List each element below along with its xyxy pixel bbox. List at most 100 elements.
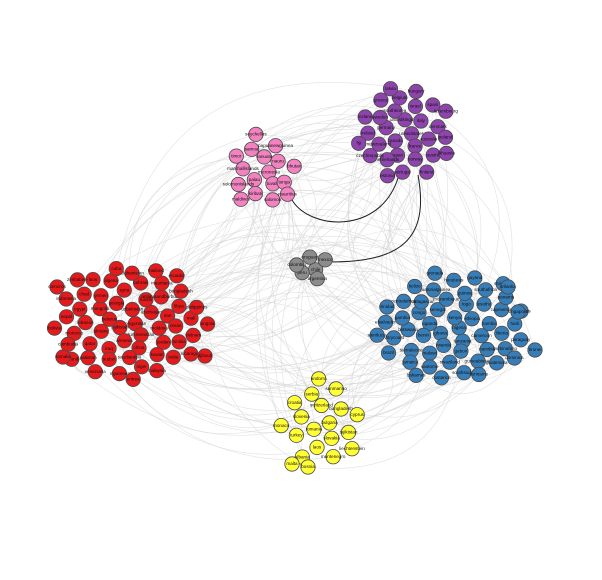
node-circle[interactable] — [230, 176, 246, 193]
graph-node[interactable]: seychelles — [245, 126, 267, 142]
node-circle[interactable] — [394, 164, 411, 180]
graph-node[interactable]: palau — [246, 172, 262, 188]
node-circle[interactable] — [200, 316, 216, 332]
node-circle[interactable] — [442, 354, 458, 370]
graph-node[interactable]: tunisia — [171, 334, 187, 350]
node-circle[interactable] — [85, 271, 101, 288]
graph-node[interactable]: suriname — [469, 366, 489, 383]
node-circle[interactable] — [233, 191, 249, 207]
graph-node[interactable]: rwanda — [435, 337, 452, 353]
node-circle[interactable] — [425, 282, 442, 298]
node-circle[interactable] — [270, 153, 286, 169]
node-circle[interactable] — [394, 310, 410, 326]
node-circle[interactable] — [189, 299, 205, 315]
node-circle[interactable] — [93, 323, 109, 339]
node-circle[interactable] — [344, 441, 360, 457]
graph-node[interactable]: timor — [228, 148, 244, 164]
node-circle[interactable] — [279, 186, 296, 202]
node-circle[interactable] — [288, 257, 305, 273]
node-circle[interactable] — [256, 149, 272, 165]
node-circle[interactable] — [453, 343, 469, 359]
node-circle[interactable] — [500, 279, 516, 295]
node-circle[interactable] — [72, 301, 88, 317]
graph-node[interactable]: samoa — [244, 141, 260, 157]
node-circle[interactable] — [387, 103, 403, 119]
node-circle[interactable] — [171, 334, 187, 350]
node-circle[interactable] — [122, 349, 138, 366]
graph-node[interactable]: liberia — [494, 325, 510, 341]
node-circle[interactable] — [422, 359, 438, 375]
node-circle[interactable] — [357, 109, 373, 125]
graph-node[interactable]: italy — [413, 113, 429, 129]
graph-node[interactable]: belize — [407, 278, 423, 295]
node-circle[interactable] — [340, 424, 357, 440]
node-circle[interactable] — [481, 315, 497, 332]
graph-node[interactable]: benin — [415, 327, 432, 343]
graph-node[interactable]: mexico — [317, 252, 333, 268]
graph-node[interactable]: paraguay — [511, 332, 531, 348]
node-circle[interactable] — [246, 172, 262, 188]
node-circle[interactable] — [408, 83, 424, 100]
node-circle[interactable] — [80, 350, 96, 366]
graph-node[interactable]: srilanka — [500, 279, 516, 295]
node-circle[interactable] — [165, 349, 181, 365]
graph-node[interactable]: greece — [373, 92, 389, 108]
node-circle[interactable] — [171, 298, 187, 314]
graph-node[interactable]: unitedstates — [399, 126, 425, 142]
graph-node[interactable]: cuba — [108, 260, 124, 277]
graph-node[interactable]: croatia — [286, 395, 303, 411]
graph-node[interactable]: australia — [420, 131, 438, 147]
node-circle[interactable] — [317, 252, 333, 268]
graph-node[interactable]: hungary — [408, 83, 425, 100]
node-circle[interactable] — [446, 272, 462, 288]
node-circle[interactable] — [386, 330, 402, 346]
graph-node[interactable]: israel — [407, 98, 423, 115]
graph-node[interactable]: yemen — [93, 288, 109, 304]
node-circle[interactable] — [108, 295, 125, 311]
node-circle[interactable] — [422, 315, 438, 332]
node-circle[interactable] — [134, 359, 150, 375]
node-circle[interactable] — [133, 275, 149, 291]
node-circle[interactable] — [58, 291, 74, 307]
node-circle[interactable] — [473, 328, 490, 344]
graph-node[interactable]: france — [407, 138, 423, 154]
node-circle[interactable] — [228, 148, 244, 164]
graph-node[interactable]: gabon — [453, 343, 469, 359]
graph-node[interactable]: liechtenstein — [339, 441, 365, 457]
node-circle[interactable] — [311, 371, 327, 387]
node-circle[interactable] — [425, 147, 441, 163]
node-circle[interactable] — [479, 341, 495, 358]
graph-node[interactable]: syria — [116, 282, 132, 298]
graph-node[interactable]: malawi — [422, 345, 438, 361]
graph-node[interactable]: trinidad — [379, 299, 395, 315]
node-circle[interactable] — [306, 421, 322, 437]
node-circle[interactable] — [197, 348, 213, 364]
node-circle[interactable] — [124, 301, 140, 318]
node-circle[interactable] — [369, 327, 385, 343]
graph-node[interactable]: bulgaria — [321, 415, 338, 431]
node-circle[interactable] — [513, 332, 529, 348]
graph-node[interactable]: montenegro — [321, 449, 346, 465]
node-circle[interactable] — [373, 92, 389, 108]
node-circle[interactable] — [489, 355, 505, 371]
node-circle[interactable] — [155, 334, 171, 350]
node-circle[interactable] — [293, 409, 309, 425]
node-circle[interactable] — [125, 371, 141, 387]
node-circle[interactable] — [138, 292, 154, 308]
node-circle[interactable] — [476, 296, 492, 312]
graph-node[interactable]: kiribati — [247, 186, 263, 202]
node-circle[interactable] — [380, 345, 397, 361]
node-circle[interactable] — [309, 439, 325, 455]
graph-node[interactable]: austria — [425, 147, 441, 163]
node-circle[interactable] — [148, 263, 164, 279]
node-circle[interactable] — [267, 138, 284, 154]
node-circle[interactable] — [185, 327, 201, 343]
node-circle[interactable] — [433, 370, 449, 386]
node-circle[interactable] — [413, 113, 429, 129]
graph-node[interactable]: latvia — [382, 81, 399, 97]
graph-node[interactable]: laos — [85, 271, 101, 288]
node-circle[interactable] — [379, 168, 396, 184]
node-circle[interactable] — [173, 283, 189, 299]
node-circle[interactable] — [235, 161, 251, 177]
graph-node[interactable]: zimbabwe — [67, 272, 88, 288]
